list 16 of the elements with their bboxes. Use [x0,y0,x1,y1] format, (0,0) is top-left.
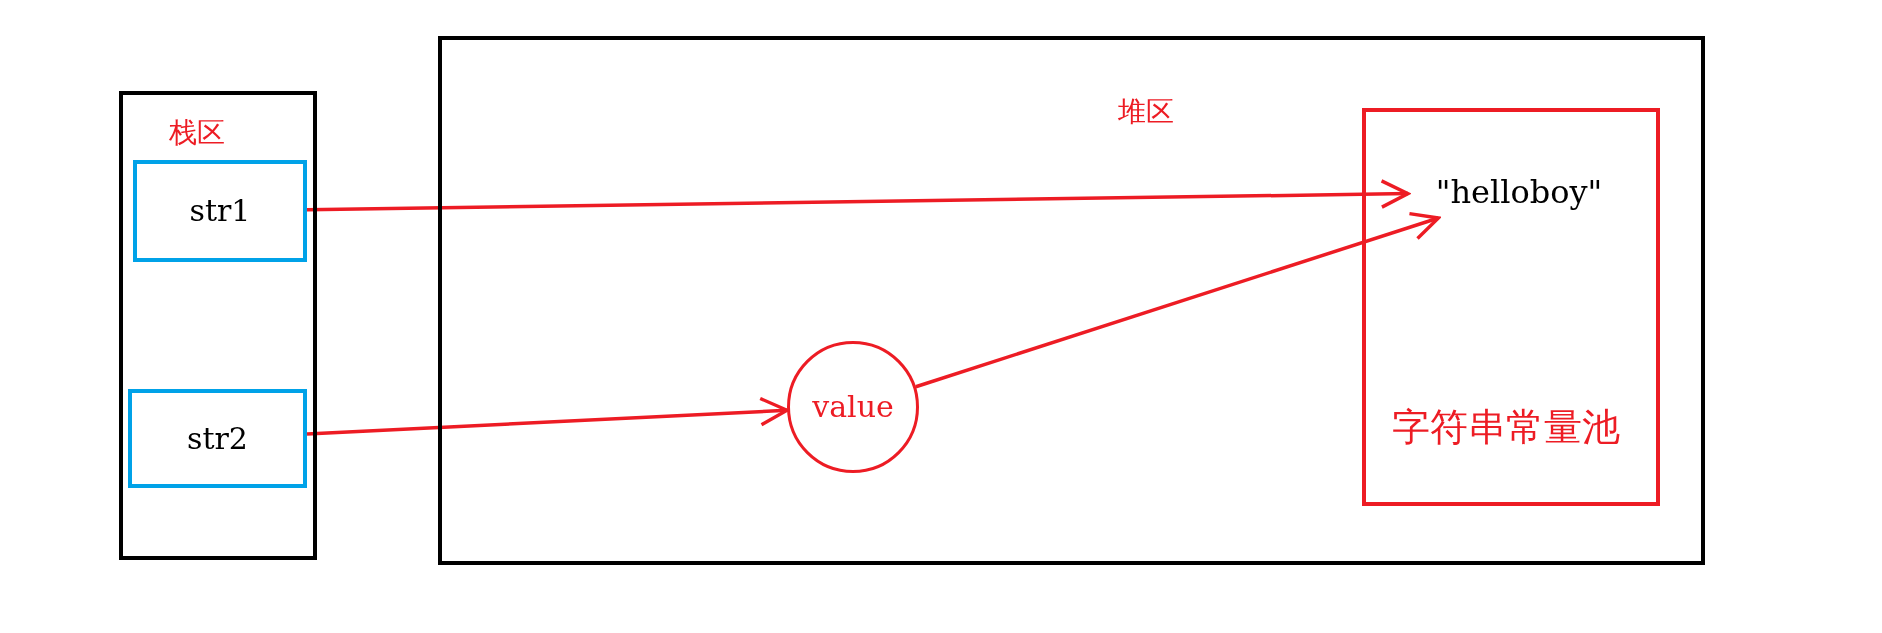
object-label: value [812,392,894,422]
area-heading: 栈区 [169,119,225,147]
memory-area-box [119,91,317,560]
object-circle [787,341,919,473]
variable-name: str1 [189,196,251,226]
memory-area-box [438,36,1705,565]
arrow [306,179,1410,212]
arrow [306,396,789,436]
variable-name: str2 [187,423,248,454]
pool-label: 字符串常量池 [1392,408,1620,446]
variable-box [133,160,307,262]
string-literal: "helloboy" [1408,166,1630,218]
pool-box [1362,108,1660,506]
variable-box [128,389,307,488]
area-heading: 堆区 [1118,98,1174,126]
arrow [915,211,1441,389]
